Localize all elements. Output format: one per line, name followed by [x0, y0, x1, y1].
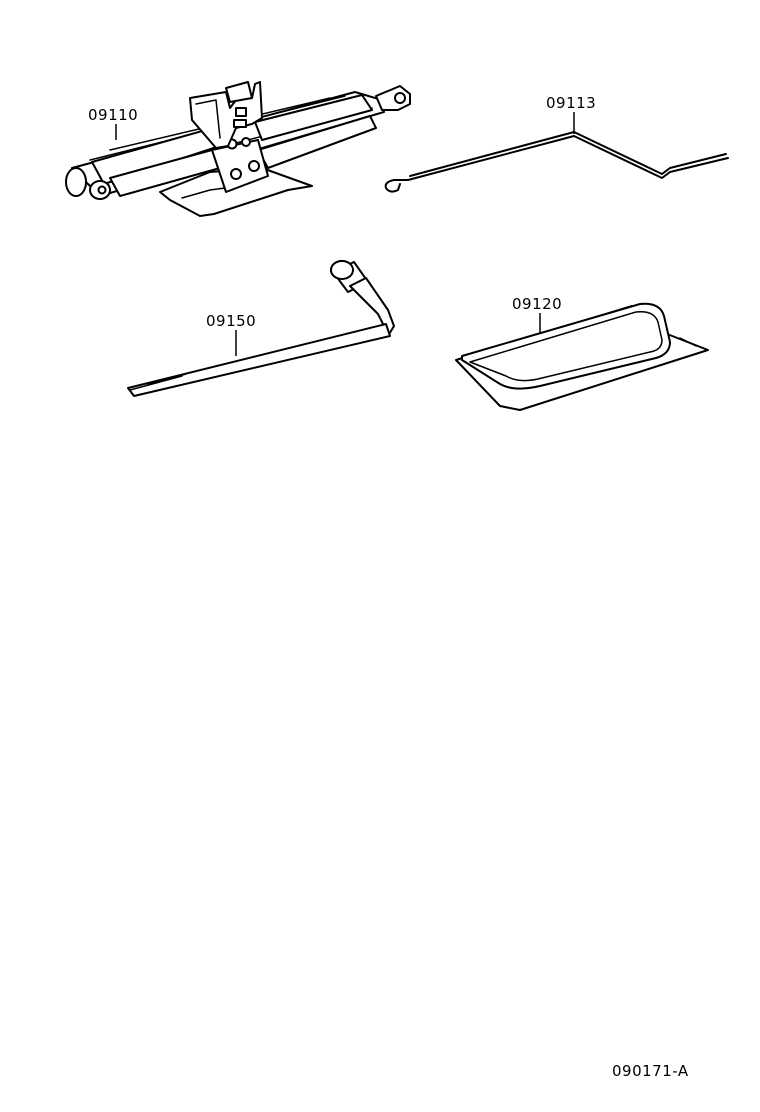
part-number-lug-wrench[interactable]: 09150: [206, 312, 256, 330]
part-number-jack[interactable]: 09110: [88, 106, 138, 124]
illustration-code: 090171-A: [612, 1062, 689, 1080]
lug-wrench-icon[interactable]: [127, 260, 395, 397]
part-number-tool-bag[interactable]: 09120: [512, 295, 562, 313]
tool-bag-icon[interactable]: [455, 302, 709, 411]
scissor-jack-icon[interactable]: [65, 81, 411, 217]
jack-handle-icon[interactable]: [384, 131, 729, 193]
part-number-jack-handle[interactable]: 09113: [546, 94, 596, 112]
